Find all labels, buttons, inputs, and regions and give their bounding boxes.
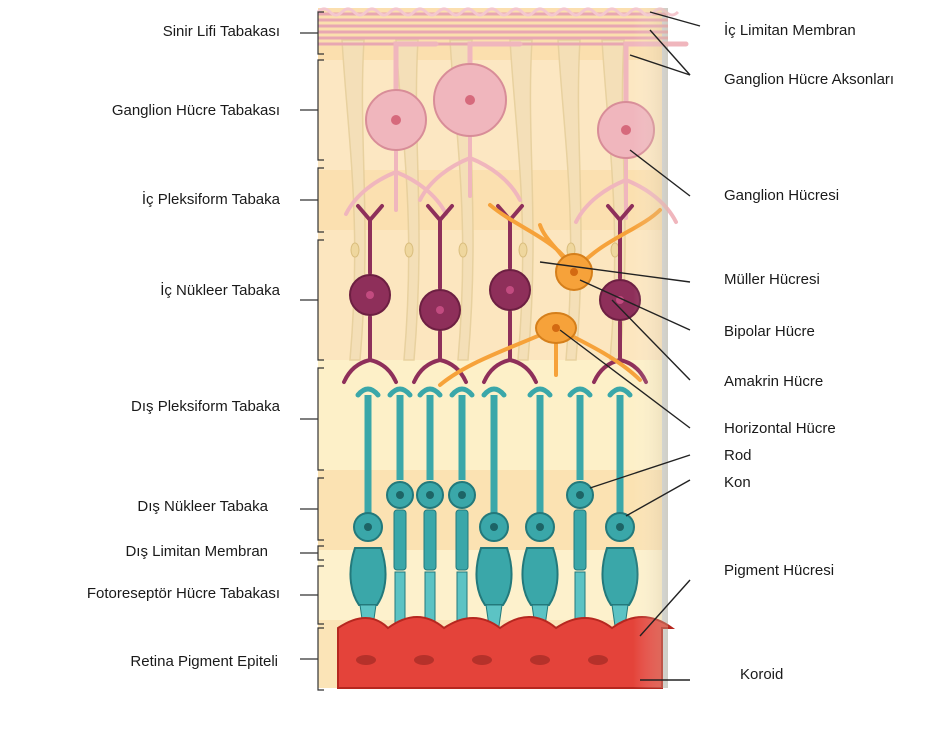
layer-label-nerve-fiber: Sinir Lifi Tabakası xyxy=(163,23,280,41)
structure-label-pigment-cell: Pigment Hücresi xyxy=(724,562,834,580)
layer-label-outer-nuclear: Dış Nükleer Tabaka xyxy=(137,498,268,516)
layer-label-ganglion: Ganglion Hücre Tabakası xyxy=(112,102,280,120)
structure-label-cone: Kon xyxy=(724,474,751,492)
layer-label-outer-limiting: Dış Limitan Membran xyxy=(125,543,268,561)
structure-label-muller-cell: Müller Hücresi xyxy=(724,271,820,289)
layer-label-inner-nuclear: İç Nükleer Tabaka xyxy=(160,282,280,300)
layer-label-photoreceptor: Fotoreseptör Hücre Tabakası xyxy=(87,585,280,603)
structure-label-inner-limiting: İç Limitan Membran xyxy=(724,22,856,40)
structure-label-bipolar-cell: Bipolar Hücre xyxy=(724,323,815,341)
structure-label-ganglion-cell: Ganglion Hücresi xyxy=(724,187,839,205)
structure-label-choroid: Koroid xyxy=(740,666,783,684)
tissue-shading xyxy=(318,8,668,688)
cell-drawings xyxy=(318,8,686,688)
layer-label-inner-plexiform: İç Pleksiform Tabaka xyxy=(142,191,280,209)
structure-label-rod: Rod xyxy=(724,447,752,465)
layer-label-rpe: Retina Pigment Epiteli xyxy=(130,653,278,671)
structure-label-amacrine-cell: Amakrin Hücre xyxy=(724,373,823,391)
structure-label-horizontal-cell: Horizontal Hücre xyxy=(724,420,836,438)
layer-label-outer-plexiform: Dış Pleksiform Tabaka xyxy=(131,398,280,416)
structure-label-ganglion-axons: Ganglion Hücre Aksonları xyxy=(724,71,894,89)
